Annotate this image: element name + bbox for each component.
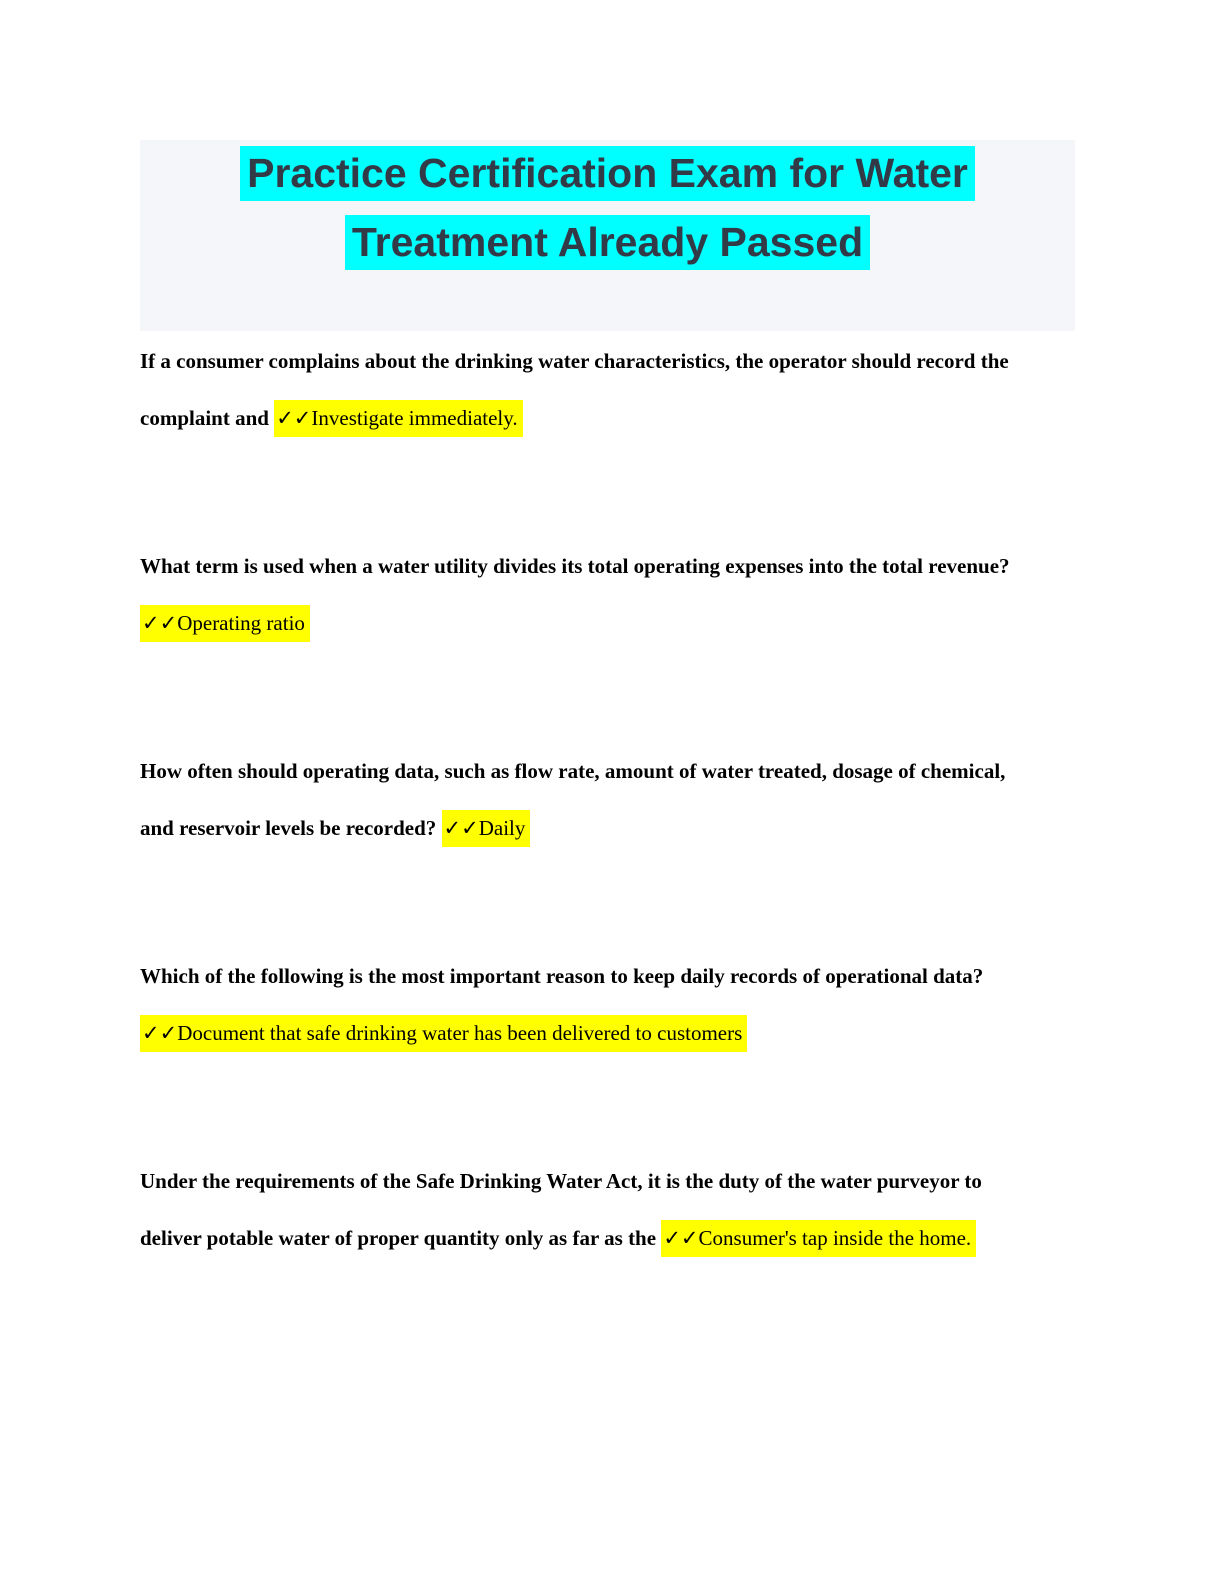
question-answer-line: ✓✓Operating ratio	[140, 595, 1075, 652]
qa-block: Under the requirements of the Safe Drink…	[140, 1153, 1075, 1267]
qa-block: If a consumer complains about the drinki…	[140, 333, 1075, 447]
question-text: How often should operating data, such as…	[140, 743, 1075, 800]
question-answer-line: and reservoir levels be recorded? ✓✓Dail…	[140, 800, 1075, 857]
question-line: complaint and	[140, 406, 275, 430]
double-check-icon: ✓✓	[443, 816, 479, 840]
highlighted-answer: ✓✓Document that safe drinking water has …	[140, 1015, 748, 1052]
question-text: What term is used when a water utility d…	[140, 538, 1075, 595]
double-check-icon: ✓✓	[276, 406, 312, 430]
highlighted-answer: ✓✓Consumer's tap inside the home.	[661, 1220, 977, 1257]
document-title-text: Treatment Already Passed	[344, 215, 871, 270]
highlighted-answer: ✓✓Daily	[441, 810, 531, 847]
answer-text: Document that safe drinking water has be…	[177, 1021, 743, 1045]
qa-block: What term is used when a water utility d…	[140, 538, 1075, 652]
document-title-line1: Practice Certification Exam for Water	[140, 146, 1075, 215]
question-text: If a consumer complains about the drinki…	[140, 333, 1075, 390]
question-line: How often should operating data, such as…	[140, 759, 1006, 783]
double-check-icon: ✓✓	[142, 611, 178, 635]
double-check-icon: ✓✓	[663, 1226, 699, 1250]
answer-text: Investigate immediately.	[311, 406, 518, 430]
highlighted-answer: ✓✓Operating ratio	[140, 605, 310, 642]
title-section: Practice Certification Exam for Water Tr…	[140, 140, 1075, 331]
question-line: What term is used when a water utility d…	[140, 554, 1010, 578]
question-text: Which of the following is the most impor…	[140, 948, 1075, 1005]
question-answer-line: deliver potable water of proper quantity…	[140, 1210, 1075, 1267]
question-line: Which of the following is the most impor…	[140, 964, 984, 988]
qa-block: How often should operating data, such as…	[140, 743, 1075, 857]
question-answer-line: complaint and ✓✓Investigate immediately.	[140, 390, 1075, 447]
double-check-icon: ✓✓	[142, 1021, 178, 1045]
document-title-line2: Treatment Already Passed	[140, 215, 1075, 284]
answer-text: Daily	[478, 816, 526, 840]
answer-text: Operating ratio	[177, 611, 305, 635]
qa-block: Which of the following is the most impor…	[140, 948, 1075, 1062]
question-text: Under the requirements of the Safe Drink…	[140, 1153, 1075, 1210]
answer-text: Consumer's tap inside the home.	[698, 1226, 972, 1250]
question-line: deliver potable water of proper quantity…	[140, 1226, 662, 1250]
question-answer-line: ✓✓Document that safe drinking water has …	[140, 1005, 1075, 1062]
document-title-text: Practice Certification Exam for Water	[240, 146, 975, 201]
question-line: Under the requirements of the Safe Drink…	[140, 1169, 982, 1193]
highlighted-answer: ✓✓Investigate immediately.	[274, 400, 523, 437]
document-content: Practice Certification Exam for Water Tr…	[140, 140, 1075, 1267]
question-line: and reservoir levels be recorded?	[140, 816, 442, 840]
question-line: If a consumer complains about the drinki…	[140, 349, 1009, 373]
